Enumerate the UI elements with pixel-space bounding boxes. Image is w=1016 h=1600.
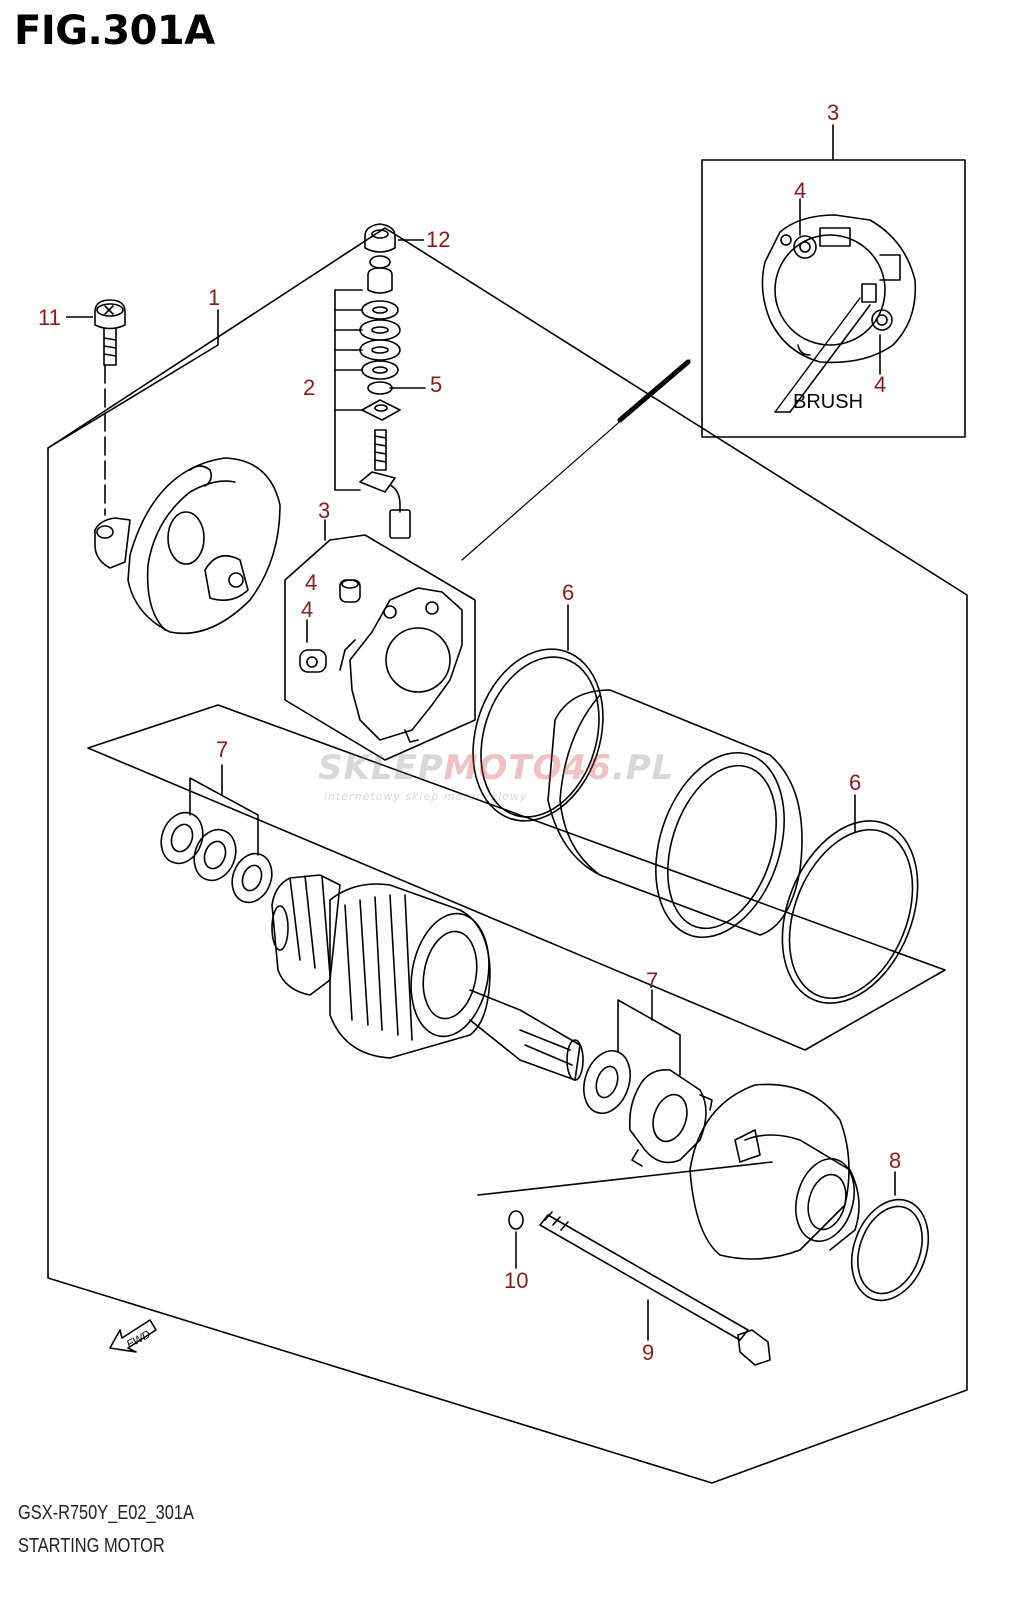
brush-holder-plate [339, 587, 463, 743]
rear-cover [94, 457, 281, 635]
armature [271, 874, 584, 1081]
callout-3-main: 3 [318, 498, 330, 523]
front-o-ring [850, 1198, 930, 1302]
front-cover [689, 1083, 860, 1260]
armature-section-line [87, 704, 946, 1051]
callout-6-right: 6 [849, 770, 861, 795]
callout-4-inset-top: 4 [794, 178, 806, 203]
brush-label: BRUSH [793, 391, 863, 413]
brush-screw-lower [299, 649, 327, 673]
callout-3-inset: 3 [827, 100, 839, 125]
o-ring-left [472, 648, 604, 822]
tie-bolt [539, 1211, 771, 1366]
tie-bolt-guide-line [477, 1161, 773, 1196]
watermark-subtitle: internetowy sklep motocyklowy [324, 790, 528, 803]
model-code: GSX-R750Y_E02_301A [18, 1502, 194, 1524]
callout-4-main-a: 4 [305, 570, 317, 595]
figure-name: STARTING MOTOR [18, 1535, 165, 1557]
lock-plate [628, 1068, 713, 1167]
through-screw [94, 299, 126, 366]
inset-brush-holder [761, 214, 917, 364]
callout-8: 8 [889, 1148, 901, 1173]
armature-washers [160, 811, 273, 904]
yoke-housing [547, 689, 803, 939]
callout-12: 12 [426, 227, 450, 252]
callout-6-left: 6 [562, 580, 574, 605]
callout-4-main-b: 4 [301, 597, 313, 622]
inset-leader-bar [617, 359, 691, 423]
watermark: SKLEPMOTO46.PL internetowy sklep motocyk… [318, 748, 718, 808]
callout-2: 2 [303, 375, 315, 400]
fwd-label: FWD [125, 1328, 153, 1350]
fwd-arrow-icon [109, 1319, 157, 1353]
callout-10: 10 [504, 1268, 528, 1293]
callout-7-top: 7 [216, 737, 228, 762]
terminal-washer-stack [359, 255, 401, 421]
terminal-nut [364, 223, 396, 253]
callout-7-lower: 7 [646, 968, 658, 993]
callout-9: 9 [642, 1340, 654, 1365]
callout-1: 1 [208, 285, 220, 310]
figure-title: FIG.301A [14, 8, 215, 54]
callout-11: 11 [38, 305, 61, 330]
brush-screw-upper [339, 579, 361, 603]
armature-end-washer [583, 1050, 631, 1114]
brush-pointer-line [774, 297, 861, 413]
callout-5: 5 [430, 372, 442, 397]
callout-4-inset-bottom: 4 [874, 372, 886, 397]
brush-holder-hex-box [284, 534, 476, 761]
assembly-outline [47, 227, 968, 1484]
watermark-main: SKLEPMOTO46.PL [318, 748, 675, 788]
o-ring-right [781, 820, 919, 1004]
terminal-bolt [359, 429, 411, 539]
small-o-ring [508, 1210, 524, 1230]
